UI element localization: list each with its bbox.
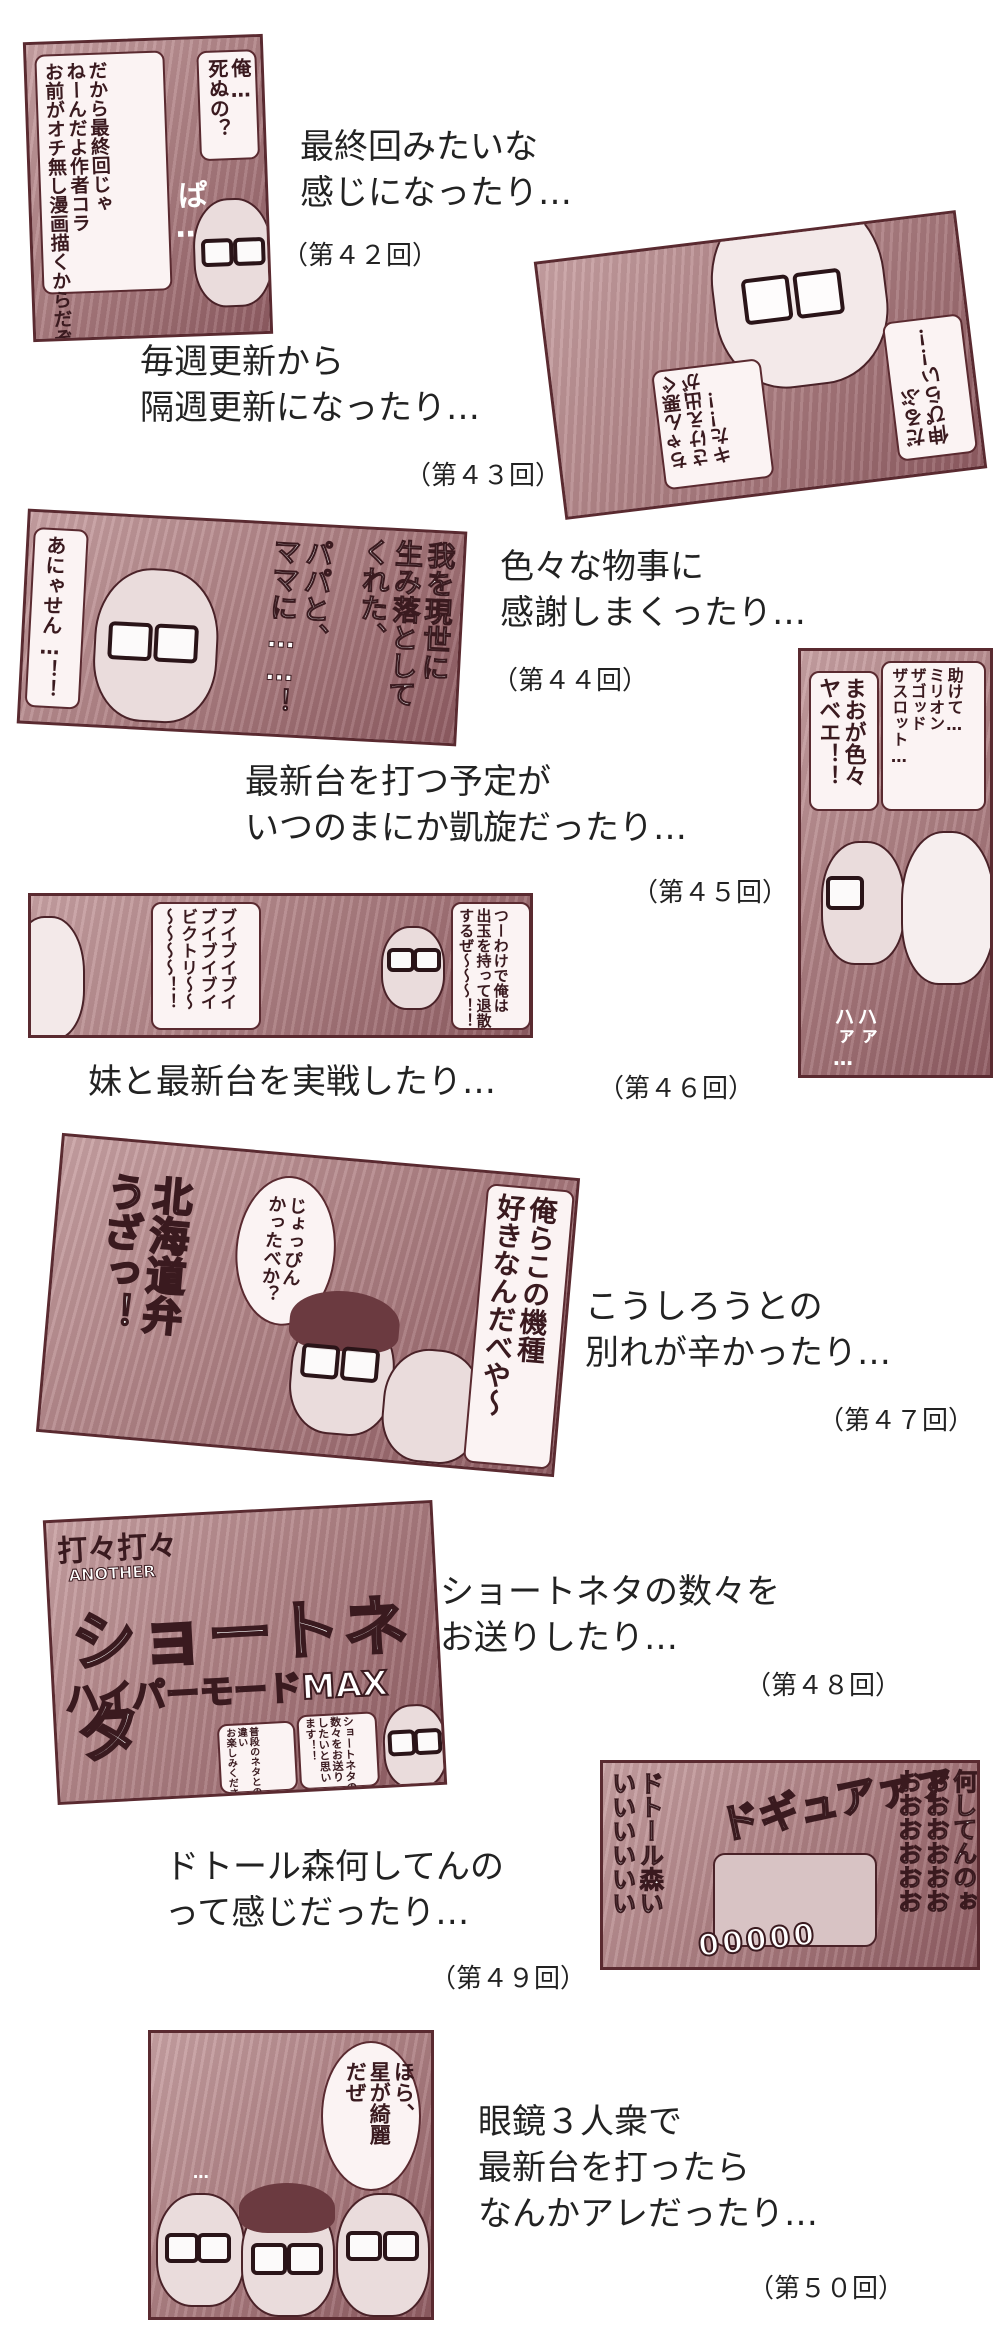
glasses-icon xyxy=(792,267,846,320)
comic-panel-43: だるぶ 伸ぴらい！！ ちゃん悪ぐ さけえ出が キた！！ xyxy=(533,210,988,520)
glasses-icon xyxy=(200,238,234,268)
episode-label-44: （第４４回） xyxy=(492,666,649,696)
episode-label-48: （第４８回） xyxy=(745,1671,902,1701)
sfx-text: ハァ ハァ… xyxy=(831,1006,878,1070)
glasses-icon xyxy=(413,948,441,972)
panel-text: ドトール森い いいいいいい xyxy=(607,1771,664,1916)
caption-50: 眼鏡３人衆で最新台を打ったらなんかアレだったり… xyxy=(478,2102,818,2234)
speech-bubble xyxy=(809,671,879,811)
episode-label-47: （第４７回） xyxy=(818,1406,975,1436)
glasses-icon xyxy=(413,1727,443,1756)
panel-text: つーわけで俺は 出玉を持って退散 するぜ〜〜〜！！ xyxy=(457,908,510,1028)
panel-text: 北海道弁 うざっ！ xyxy=(87,1169,195,1338)
panel-text: 我を現世に 生み落として くれた、 xyxy=(354,537,458,709)
comic-panel-47: 北海道弁 うざっ！ じょっぴん かったべか？ 俺らこの機種 好きなんだべや〜 xyxy=(35,1132,581,1478)
glasses-icon xyxy=(740,273,794,326)
panel-text: パパと、 ママに……！ xyxy=(260,536,336,716)
glasses-icon xyxy=(339,1346,381,1384)
panel-text: ショートネタの 数々をお送り したいと思い ます！！ xyxy=(303,1715,359,1793)
glasses-icon xyxy=(383,2231,419,2261)
character-face xyxy=(713,1853,877,1947)
episode-label-49: （第４９回） xyxy=(430,1964,587,1994)
episode-label-45: （第４５回） xyxy=(632,878,789,908)
panel-text: ちゃん悪ぐ さけえ出が キた！！ xyxy=(658,371,736,471)
comic-panel-42: 俺… 死ぬの？ だから最終回じゃ ねーんだよ作者コラ お前がオチ無し漫画描くから… xyxy=(22,33,274,343)
glasses-icon xyxy=(251,2243,287,2275)
caption-45: 最新台を打つ予定がいつのまにか凱旋だったり… xyxy=(245,762,687,848)
comic-panel-48: 打々打々 ANOTHER ショートネタ ハイパーモードMAX ショートネタの 数… xyxy=(42,1499,448,1806)
speech-bubble xyxy=(881,661,986,811)
panel-text: 何してんのぉ おおおおおお おおおおおお xyxy=(893,1769,977,1914)
glasses-icon xyxy=(826,876,864,910)
logo-text: ANOTHER xyxy=(68,1561,157,1586)
episode-label-46: （第４６回） xyxy=(598,1074,755,1104)
glasses-icon xyxy=(299,1342,341,1380)
comic-panel-49: ドギュアァァァ ドトール森い いいいいいい 00000 何してんのぉ おおおおお… xyxy=(600,1760,980,1970)
panel-text: ブイブイブイ ブイブイブイ ビクトリ〜〜 〜〜〜〜！！ xyxy=(157,908,237,1010)
caption-42: 最終回みたいな感じになったり… xyxy=(300,127,572,213)
speech-bubble xyxy=(321,2041,421,2191)
character-hair xyxy=(239,2183,335,2233)
panel-text: だから最終回じゃ ねーんだよ作者コラ お前がオチ無し漫画描くからだぞ xyxy=(41,60,113,343)
glasses-icon xyxy=(197,2233,231,2263)
glasses-icon xyxy=(107,621,154,662)
glasses-icon xyxy=(387,1729,417,1757)
episode-label-43: （第４３回） xyxy=(405,461,562,491)
caption-49: ドトール森何してんのって感じだったり… xyxy=(165,1847,504,1933)
comic-panel-44: あにゃせん…！！ パパと、 ママに……！ 我を現世に 生み落として くれた、 xyxy=(16,508,468,747)
glasses-icon xyxy=(346,2231,382,2261)
comic-panel-46: ブイブイブイ ブイブイブイ ビクトリ〜〜 〜〜〜〜！！ つーわけで俺は 出玉を持… xyxy=(28,893,533,1038)
panel-text: まおが色々 ヤベエ！！ xyxy=(815,677,866,787)
glasses-icon xyxy=(165,2233,199,2263)
caption-46: 妹と最新台を実戦したり… xyxy=(88,1062,496,1102)
glasses-icon xyxy=(232,236,266,267)
character-face xyxy=(31,916,85,1035)
panel-text: 助けて… ミリオン ザゴッド ザスロット… xyxy=(889,667,964,766)
panel-text: 俺… 死ぬの？ xyxy=(204,57,254,139)
glasses-icon xyxy=(153,623,200,664)
caption-43: 毎週更新から隔週更新になったり… xyxy=(140,342,480,428)
caption-48: ショートネタの数々をお送りしたり… xyxy=(440,1572,780,1658)
comic-panel-50: ほら、 星が綺麗 だぜ … xyxy=(148,2030,434,2320)
panel-text: ほら、 星が綺麗 だぜ xyxy=(343,2061,416,2145)
episode-label-42: （第４２回） xyxy=(282,241,439,271)
speech-bubble xyxy=(451,902,530,1030)
glasses-icon xyxy=(387,948,415,972)
speech-bubble xyxy=(151,902,261,1030)
comic-panel-45: 助けて… ミリオン ザゴッド ザスロット… まおが色々 ヤベエ！！ ハァ ハァ… xyxy=(798,648,993,1078)
caption-47: こうしろうとの別れが辛かったり… xyxy=(585,1287,891,1373)
caption-44: 色々な物事に感謝しまくったり… xyxy=(500,547,806,633)
character-face xyxy=(901,831,990,985)
panel-text: 普段のネタとの 違い お楽しみください xyxy=(223,1726,262,1806)
panel-text: … xyxy=(191,2163,211,2182)
glasses-icon xyxy=(287,2243,323,2275)
episode-label-50: （第５０回） xyxy=(748,2274,905,2304)
